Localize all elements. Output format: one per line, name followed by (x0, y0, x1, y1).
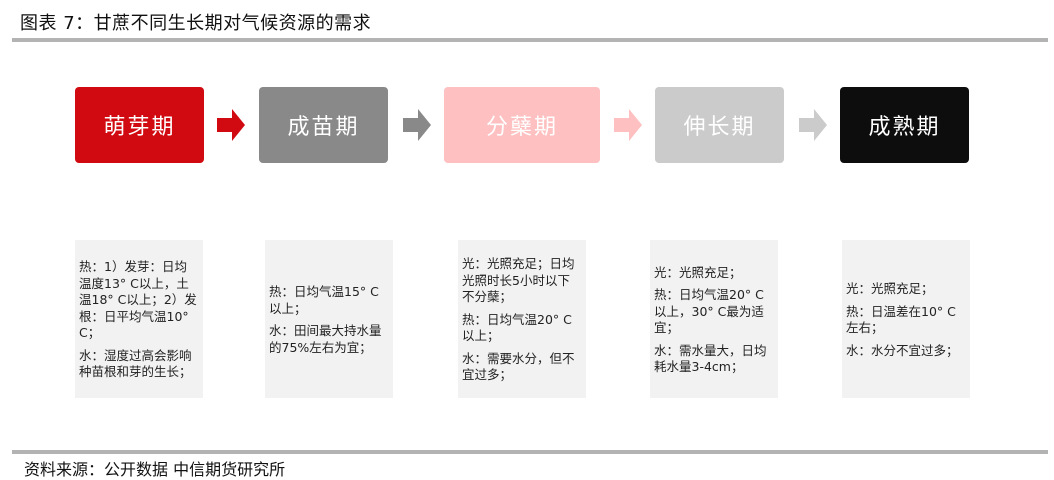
top-divider (12, 38, 1048, 42)
stage-seedling: 成苗期 (259, 87, 388, 163)
info-elongation: 光：光照充足； 热：日均气温20° C以上，30° C最为适宜； 水：需水量大，… (650, 240, 778, 398)
info-heat: 热：日均气温20° C以上，30° C最为适宜； (654, 287, 764, 335)
arrow-right-icon (614, 109, 642, 141)
info-seedling: 热：日均气温15° C以上； 水：田间最大持水量的75%左右为宜； (265, 240, 393, 398)
stage-germination: 萌芽期 (75, 87, 204, 163)
info-light: 光：光照充足； (654, 264, 742, 280)
arrow-right-icon (799, 109, 827, 141)
info-water: 水：田间最大持水量的75%左右为宜； (269, 323, 382, 355)
arrow-right-icon (217, 109, 245, 141)
info-heat: 热：日温差在10° C左右； (846, 303, 956, 336)
bottom-divider (12, 450, 1048, 454)
info-light: 光：光照充足； (846, 281, 934, 296)
stage-elongation: 伸长期 (655, 87, 784, 163)
stage-tillering: 分蘖期 (444, 87, 600, 163)
info-germination: 热：1）发芽：日均温度13° C以上，土温18° C以上；2）发根：日平均气温1… (75, 240, 203, 398)
info-light: 光：光照充足；日均光照时长5小时以下不分蘖； (462, 256, 575, 305)
info-maturity: 光：光照充足； 热：日温差在10° C左右； 水：水分不宜过多； (842, 240, 970, 398)
info-heat: 热：日均气温20° C以上； (462, 311, 572, 344)
info-tillering: 光：光照充足；日均光照时长5小时以下不分蘖； 热：日均气温20° C以上； 水：… (458, 240, 586, 398)
info-water: 水：水分不宜过多； (846, 342, 959, 358)
figure-title: 图表 7：甘蔗不同生长期对气候资源的需求 (20, 13, 372, 34)
info-water: 水：需水量大，日均耗水量3-4cm； (654, 342, 767, 375)
info-water: 水：湿度过高会影响种苗根和芽的生长； (79, 347, 192, 380)
info-heat: 热：日均气温15° C以上； (269, 284, 379, 316)
info-heat: 热：1）发芽：日均温度13° C以上，土温18° C以上；2）发根：日平均气温1… (79, 259, 197, 341)
info-water: 水：需要水分，但不宜过多； (462, 350, 575, 383)
arrow-right-icon (403, 109, 431, 141)
stage-maturity: 成熟期 (840, 87, 969, 163)
source-note: 资料来源：公开数据 中信期货研究所 (24, 460, 286, 479)
